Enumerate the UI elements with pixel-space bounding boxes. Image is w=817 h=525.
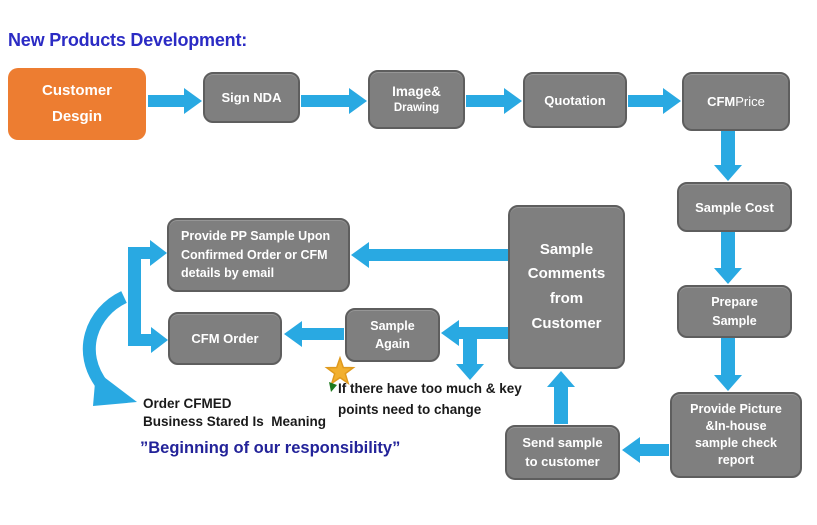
node-image-drawing: Image& Drawing — [368, 70, 465, 129]
note-points-to-change: If there have too much & key points need… — [338, 381, 522, 417]
arrow-prepare-to-providepicture — [714, 338, 742, 391]
node-image-drawing-line2: Drawing — [393, 101, 440, 114]
note-beginning-responsibility: ”Beginning of our responsibility” — [140, 439, 401, 457]
node-cfm-order: CFM Order — [168, 312, 282, 365]
node-prepare-sample: Prepare Sample — [677, 285, 792, 338]
curved-swoosh-arrow — [82, 291, 137, 406]
node-image-drawing-line1: Image& — [392, 83, 441, 99]
bracket-arrow-to-cfmorder — [128, 327, 168, 353]
arrow-quotation-to-cfmprice — [628, 88, 681, 114]
node-sample-cost: Sample Cost — [677, 182, 792, 232]
node-cfm-price-rest: Price — [735, 94, 765, 109]
node-cfm-price-strong: CFM — [707, 94, 736, 109]
arrow-samplecost-to-prepare — [714, 232, 742, 284]
arrow-signnda-to-image — [301, 88, 367, 114]
node-quotation: Quotation — [523, 72, 627, 128]
arrow-branch-to-change-note — [456, 330, 484, 380]
bracket-vertical-bar — [128, 247, 141, 346]
node-cfm-price: CFM Price — [682, 72, 790, 131]
star-icon — [324, 355, 356, 392]
note-order-cfmed: Order CFMED Business Stared Is Meaning — [143, 396, 327, 430]
swoosh-arrowhead — [93, 371, 137, 406]
node-customer-design: Customer Desgin — [8, 68, 146, 140]
star-shape — [324, 355, 356, 386]
arrow-image-to-quotation — [466, 88, 522, 114]
node-provide-picture-report: Provide Picture &In-house sample check r… — [670, 392, 802, 478]
page-title: New Products Development: — [8, 30, 248, 50]
arrow-comments-to-providepp — [351, 242, 508, 268]
bracket-arrow-to-providepp — [128, 240, 167, 266]
bracket-connector — [128, 240, 168, 353]
arrow-sendsample-to-comments — [547, 371, 575, 424]
node-sample-comments: Sample Comments from Customer — [508, 205, 625, 369]
arrow-sampleagain-to-cfmorder — [284, 321, 344, 347]
star-green-tick — [329, 382, 337, 392]
node-send-sample: Send sample to customer — [505, 425, 620, 480]
node-sample-again: Sample Again — [345, 308, 440, 362]
arrow-cfmprice-to-samplecost — [714, 131, 742, 181]
swoosh-curve — [82, 291, 128, 391]
node-sign-nda: Sign NDA — [203, 72, 300, 123]
arrow-customer-to-signnda — [148, 88, 202, 114]
arrow-providepicture-to-sendsample — [622, 437, 669, 463]
node-provide-pp-sample: Provide PP Sample Upon Confirmed Order o… — [167, 218, 350, 292]
